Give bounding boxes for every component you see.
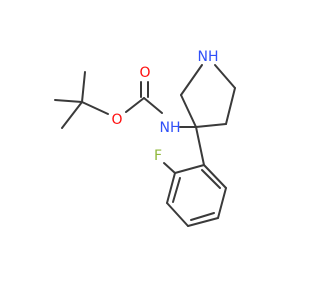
bond-quaternary-carbon-to-aryl — [195, 126, 205, 166]
bond-ring-n1-c5 — [214, 64, 236, 89]
ring-nitrogen-label: NH — [198, 49, 219, 65]
atom-labels: O O NH NH F — [111, 49, 218, 164]
bond-ring-c4-c3 — [195, 123, 227, 128]
bond-aryl-c6-c1 — [203, 164, 227, 189]
bond-tbu-methyl-left — [54, 99, 83, 103]
bond-ring-c2-n1 — [180, 64, 203, 96]
bond-aryl-c5-c6 — [217, 187, 227, 219]
carbamate-nitrogen-label: NH — [160, 120, 181, 136]
bond-carbonyl-to-nitrogen — [143, 97, 163, 114]
bond-aryl-c2-c3 — [166, 172, 176, 204]
bond-aryl-inner-b — [190, 212, 215, 221]
bond-ring-c3-c2 — [180, 94, 197, 128]
fluorine-label: F — [154, 148, 162, 164]
carbonyl-oxygen-label: O — [139, 65, 150, 81]
bonds — [54, 64, 236, 227]
bond-aryl-c3-c4 — [166, 202, 189, 227]
bond-aryl-inner-a — [172, 177, 181, 203]
bond-ester-oxygen-to-carbonyl — [125, 97, 145, 113]
bond-aryl-c4-c5 — [187, 217, 219, 227]
bond-tbu-methyl-top — [81, 71, 86, 103]
molecule-structure: O O NH NH F — [54, 49, 236, 227]
bond-aryl-inner-c — [201, 169, 221, 189]
bond-ring-c5-c4 — [225, 87, 236, 125]
bond-tbu-methyl-bottom — [61, 101, 83, 129]
bond-tbu-to-ester-oxygen — [81, 101, 109, 115]
bond-aryl-to-fluorine — [163, 162, 176, 174]
bond-aryl-c1-c2 — [174, 164, 205, 174]
ester-oxygen-label: O — [111, 112, 122, 128]
